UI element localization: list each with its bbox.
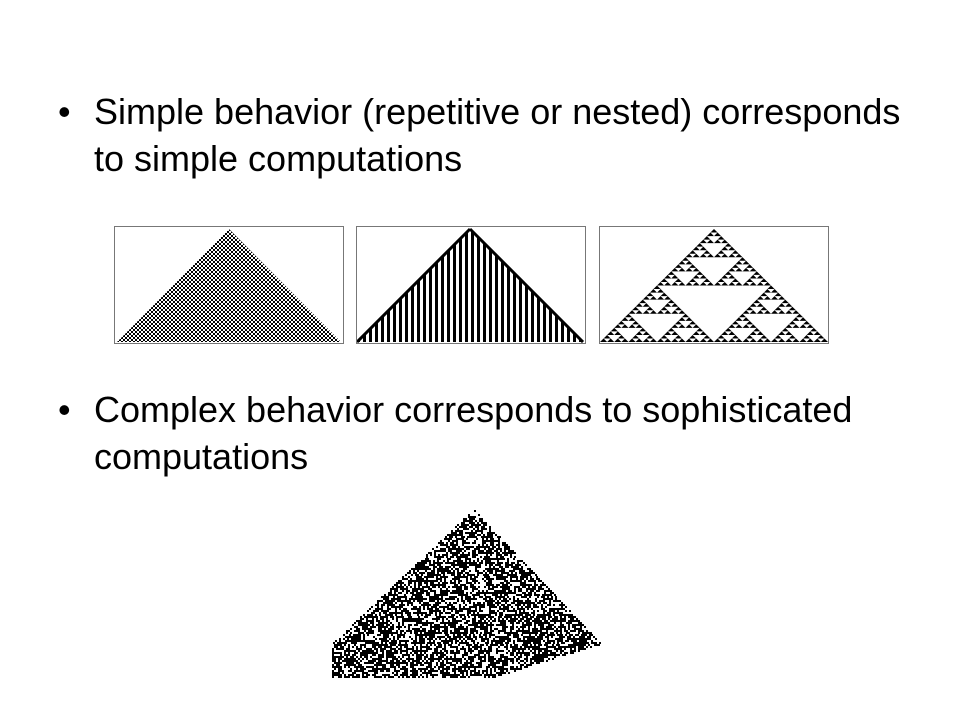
bullet-text-simple: Simple behavior (repetitive or nested) c…: [94, 91, 901, 179]
bullet-text-complex: Complex behavior corresponds to sophisti…: [94, 389, 853, 477]
bullet-marker: •: [58, 91, 71, 132]
checkerboard-triangle: [117, 229, 341, 342]
striped-triangle-image: [356, 226, 586, 344]
striped-triangle: [357, 229, 583, 342]
complex-pattern-image: [332, 510, 601, 678]
sierpinski-triangle-image: [599, 226, 829, 344]
bullet-marker: •: [58, 389, 71, 430]
bullet-complex-behavior: • Complex behavior corresponds to sophis…: [58, 386, 918, 480]
checkerboard-triangle-image: [114, 226, 344, 344]
bullet-simple-behavior: • Simple behavior (repetitive or nested)…: [58, 88, 918, 182]
sierpinski-triangle: [600, 229, 828, 342]
